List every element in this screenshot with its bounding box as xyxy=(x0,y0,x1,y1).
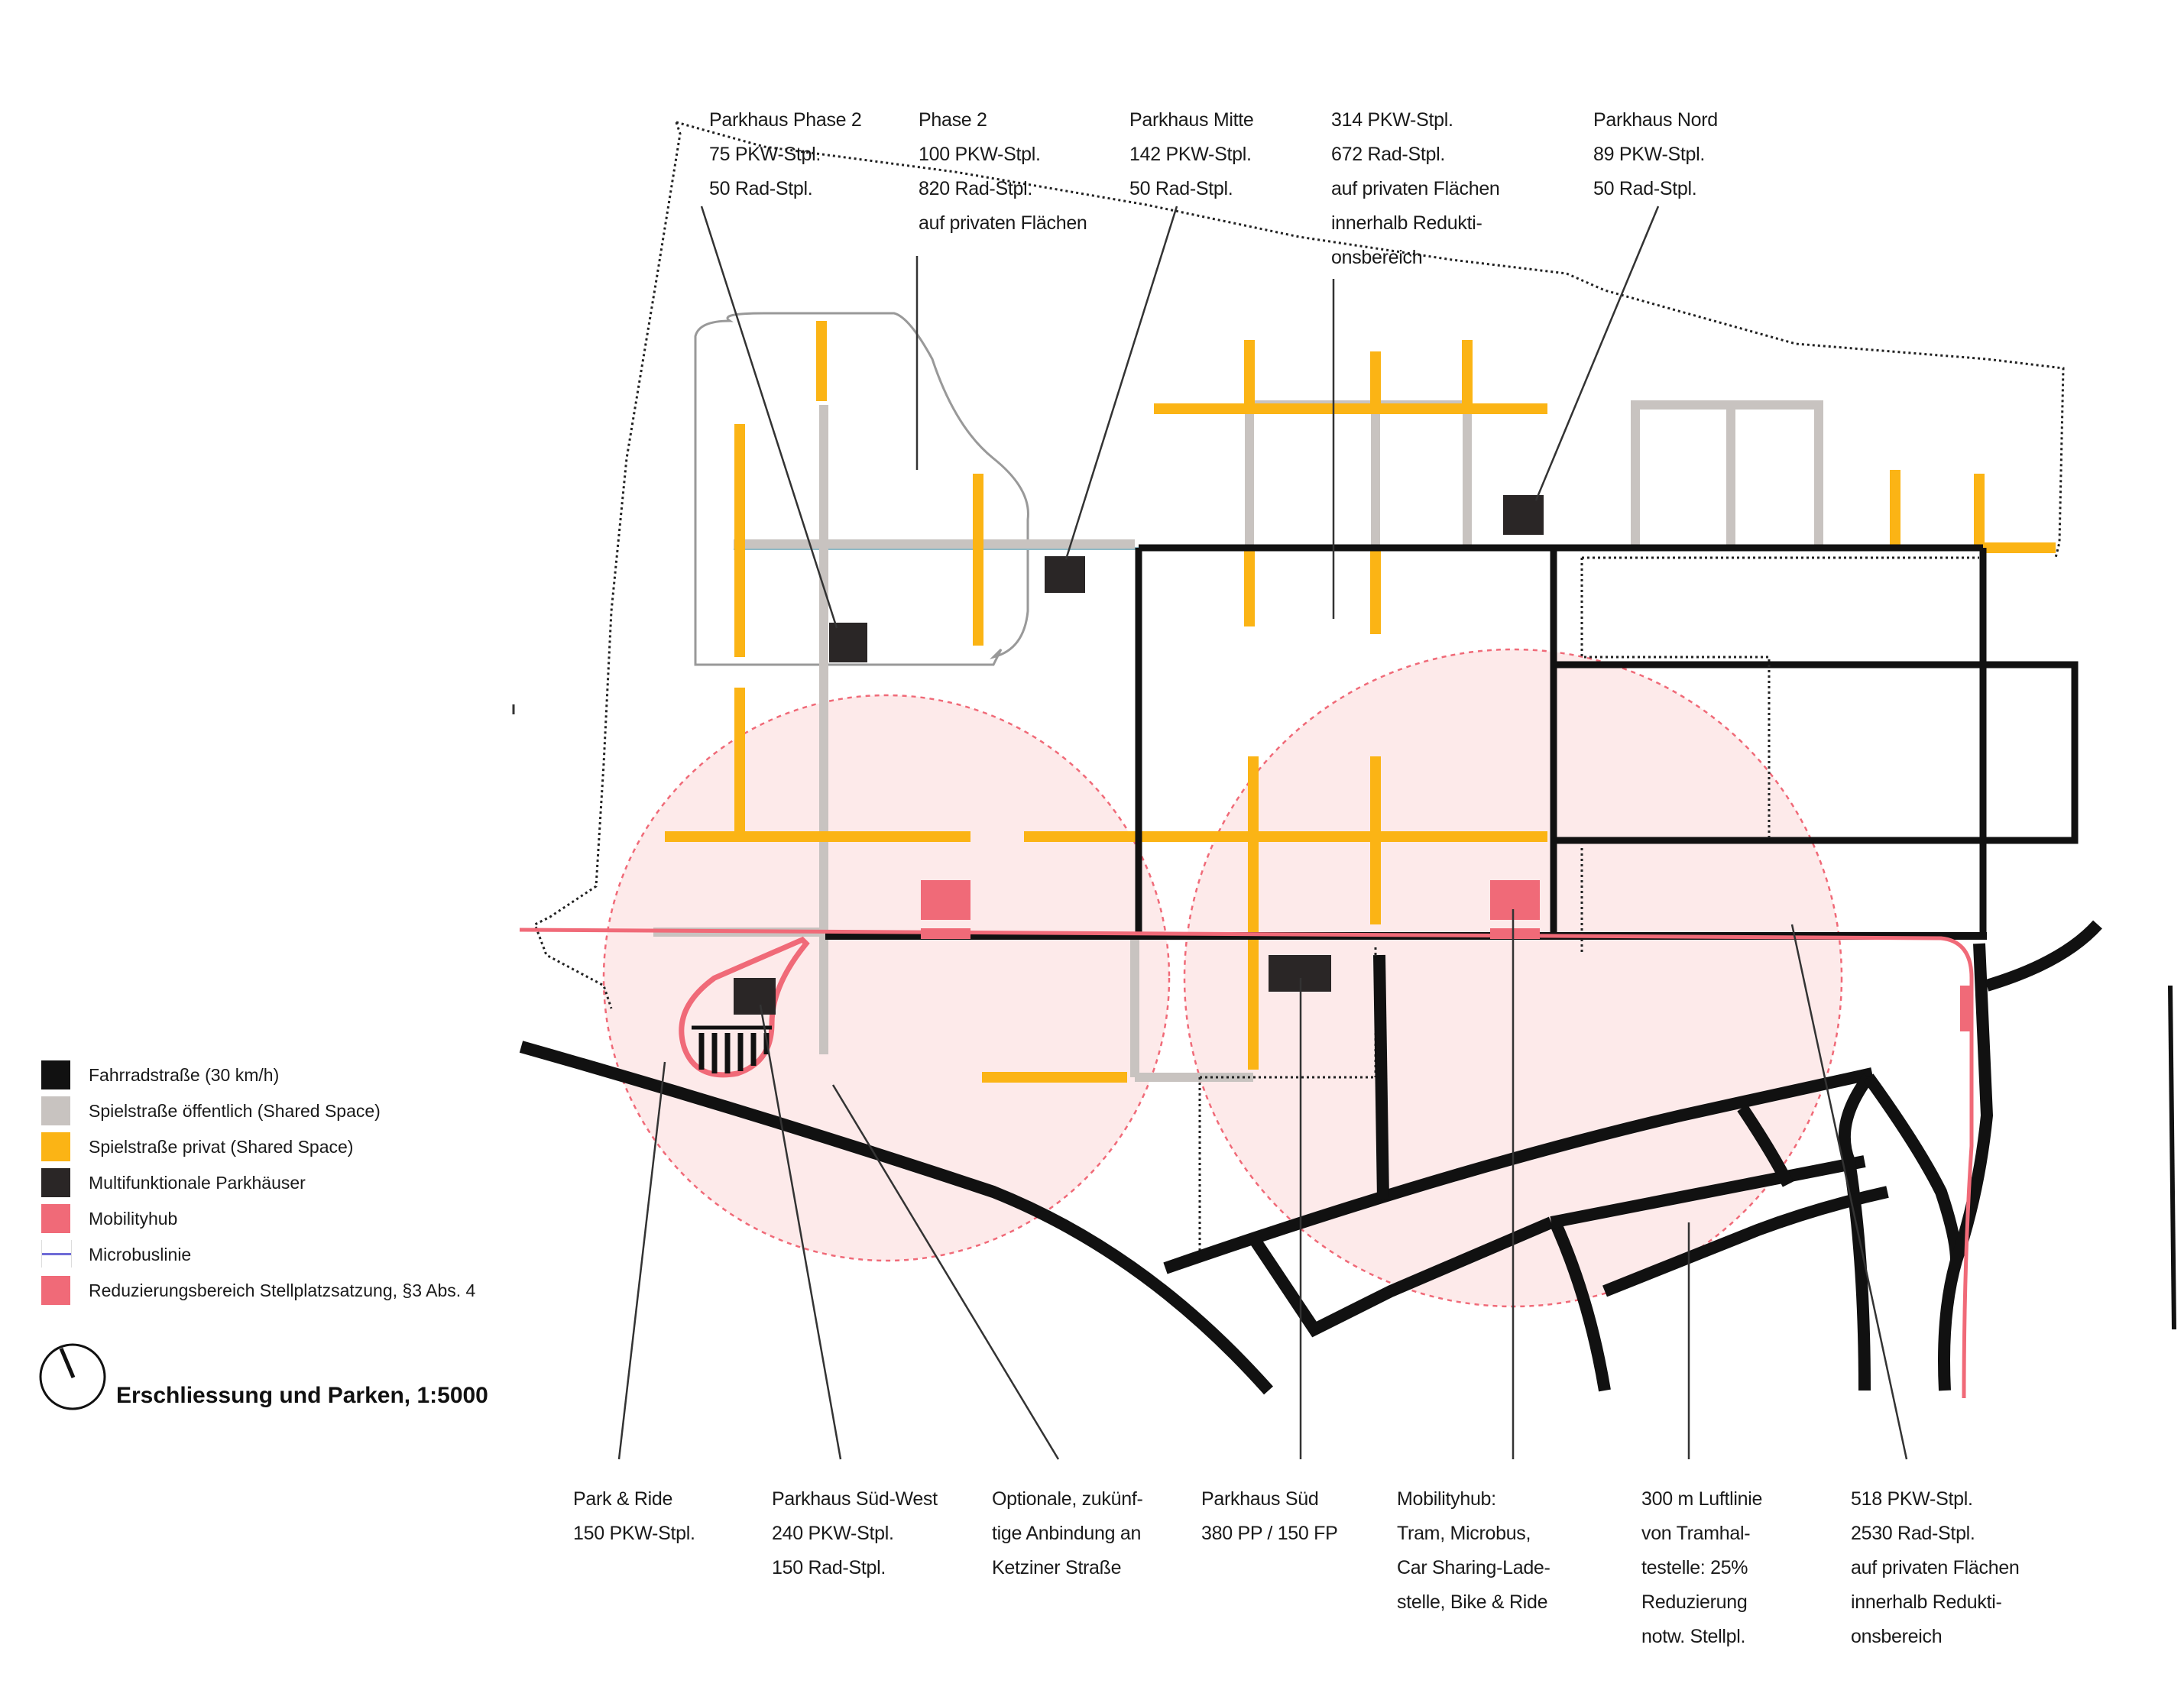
legend-swatch xyxy=(41,1204,70,1233)
north-arrow-icon xyxy=(39,1343,106,1410)
label-private-area-south: 518 PKW-Stpl. 2530 Rad-Stpl. auf private… xyxy=(1851,1488,2020,1647)
label-parkhaus-sued-west: Parkhaus Süd-West 240 PKW-Stpl. 150 Rad-… xyxy=(772,1488,938,1578)
mobility-hubs xyxy=(921,880,1972,1031)
map-title: Erschliessung und Parken, 1:5000 xyxy=(116,1383,488,1408)
label-parkhaus-sued: Parkhaus Süd 380 PP / 150 FP xyxy=(1201,1488,1338,1544)
legend-swatch xyxy=(41,1276,70,1305)
label-parkhaus-mitte: Parkhaus Mitte 142 PKW-Stpl. 50 Rad-Stpl… xyxy=(1129,109,1254,199)
east-edge-road xyxy=(2168,985,2176,1330)
phase2-outline xyxy=(694,312,1029,666)
reduction-circle-west xyxy=(602,694,1171,1262)
label-parkhaus-phase2: Parkhaus Phase 2 75 PKW-Stpl. 50 Rad-Stp… xyxy=(709,109,862,199)
legend-swatch xyxy=(41,1132,70,1161)
private-shared-streets xyxy=(665,321,2056,1083)
parkhaus-mitte xyxy=(1045,556,1085,593)
label-mobilityhub: Mobilityhub: Tram, Microbus, Car Sharing… xyxy=(1397,1488,1551,1613)
label-optional-connection: Optionale, zukünf- tige Anbindung an Ket… xyxy=(992,1488,1143,1578)
label-phase2: Phase 2 100 PKW-Stpl. 820 Rad-Stpl. auf … xyxy=(919,109,1087,234)
legend-swatch xyxy=(41,1168,70,1197)
mobility-hub-west xyxy=(921,880,970,920)
legend-swatch xyxy=(41,1096,70,1125)
site-boundary xyxy=(676,121,2065,558)
legend-swatch xyxy=(41,1060,70,1089)
park-and-ride xyxy=(679,936,810,1078)
tram-red-line xyxy=(519,928,1974,1399)
label-private-area-north: 314 PKW-Stpl. 672 Rad-Stpl. auf privaten… xyxy=(1331,109,1500,268)
label-parkhaus-nord: Parkhaus Nord 89 PKW-Stpl. 50 Rad-Stpl. xyxy=(1593,109,1718,199)
leader-lines xyxy=(617,206,1908,1460)
label-tram-reduction: 300 m Luftlinie von Tramhal- testelle: 2… xyxy=(1641,1488,1763,1647)
southern-roads xyxy=(519,920,2102,1395)
legend-swatch xyxy=(41,1240,72,1268)
parkhaus-phase2 xyxy=(829,623,867,662)
bike-streets xyxy=(1135,544,2079,936)
mobility-hub-east xyxy=(1490,880,1540,920)
parkhaus-sued-west xyxy=(734,978,776,1015)
parking-garages xyxy=(734,495,1544,1015)
label-park-and-ride: Park & Ride 150 PKW-Stpl. xyxy=(573,1488,695,1544)
parkhaus-nord xyxy=(1503,495,1544,535)
